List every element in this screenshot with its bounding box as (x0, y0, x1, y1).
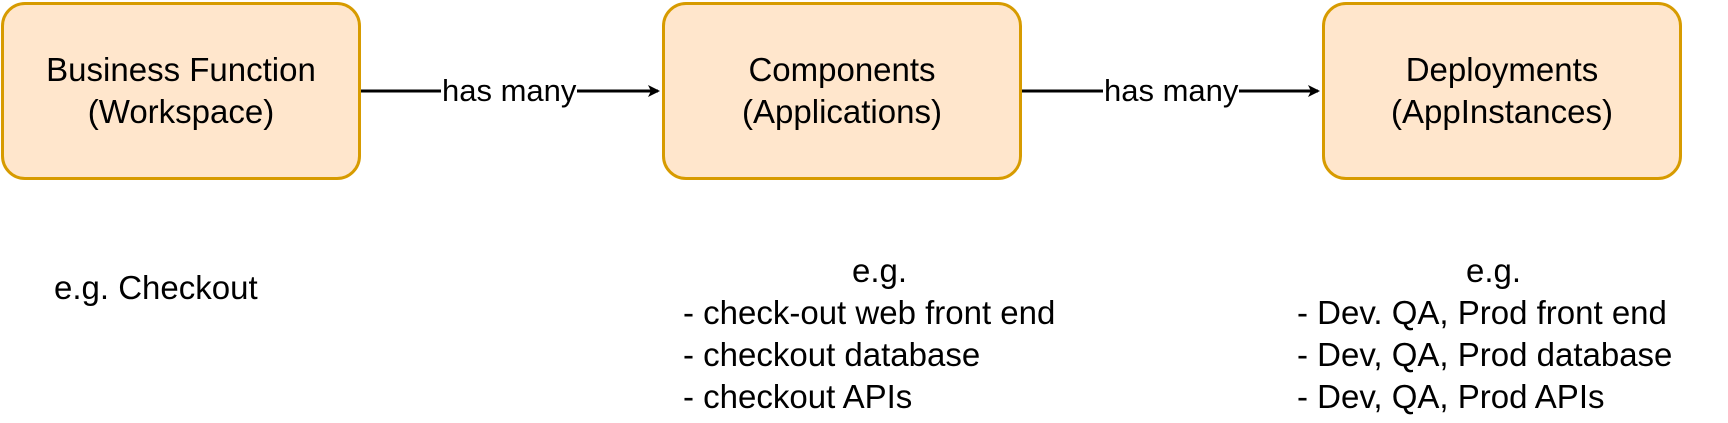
example-components-head: e.g. (852, 252, 908, 289)
node-3-subtitle: (AppInstances) (1391, 93, 1613, 130)
node-1-title: Business Function (46, 51, 316, 88)
example-components-line: - checkout APIs (683, 378, 913, 415)
example-deployments-line: - Dev, QA, Prod database (1297, 336, 1673, 373)
example-deployments: e.g. - Dev. QA, Prod front end - Dev, QA… (1297, 250, 1672, 418)
example-business-function: e.g. Checkout (54, 269, 258, 306)
node-3-title: Deployments (1405, 51, 1599, 88)
example-deployments-head: e.g. (1466, 252, 1522, 289)
example-deployments-line: - Dev, QA, Prod APIs (1297, 378, 1605, 415)
node-2-subtitle: (Applications) (742, 93, 942, 130)
node-business-function[interactable]: Business Function (Workspace) (1, 2, 361, 180)
node-deployments[interactable]: Deployments (AppInstances) (1322, 2, 1682, 180)
example-components: e.g. - check-out web front end - checkou… (683, 250, 1055, 418)
node-1-subtitle: (Workspace) (87, 93, 275, 130)
node-components[interactable]: Components (Applications) (662, 2, 1022, 180)
example-deployments-line: - Dev. QA, Prod front end (1297, 294, 1667, 331)
example-components-line: - checkout database (683, 336, 981, 373)
node-2-title: Components (748, 51, 936, 88)
edge-1-label: has many (441, 70, 578, 112)
example-components-line: - check-out web front end (683, 294, 1056, 331)
edge-2-label: has many (1103, 70, 1240, 112)
